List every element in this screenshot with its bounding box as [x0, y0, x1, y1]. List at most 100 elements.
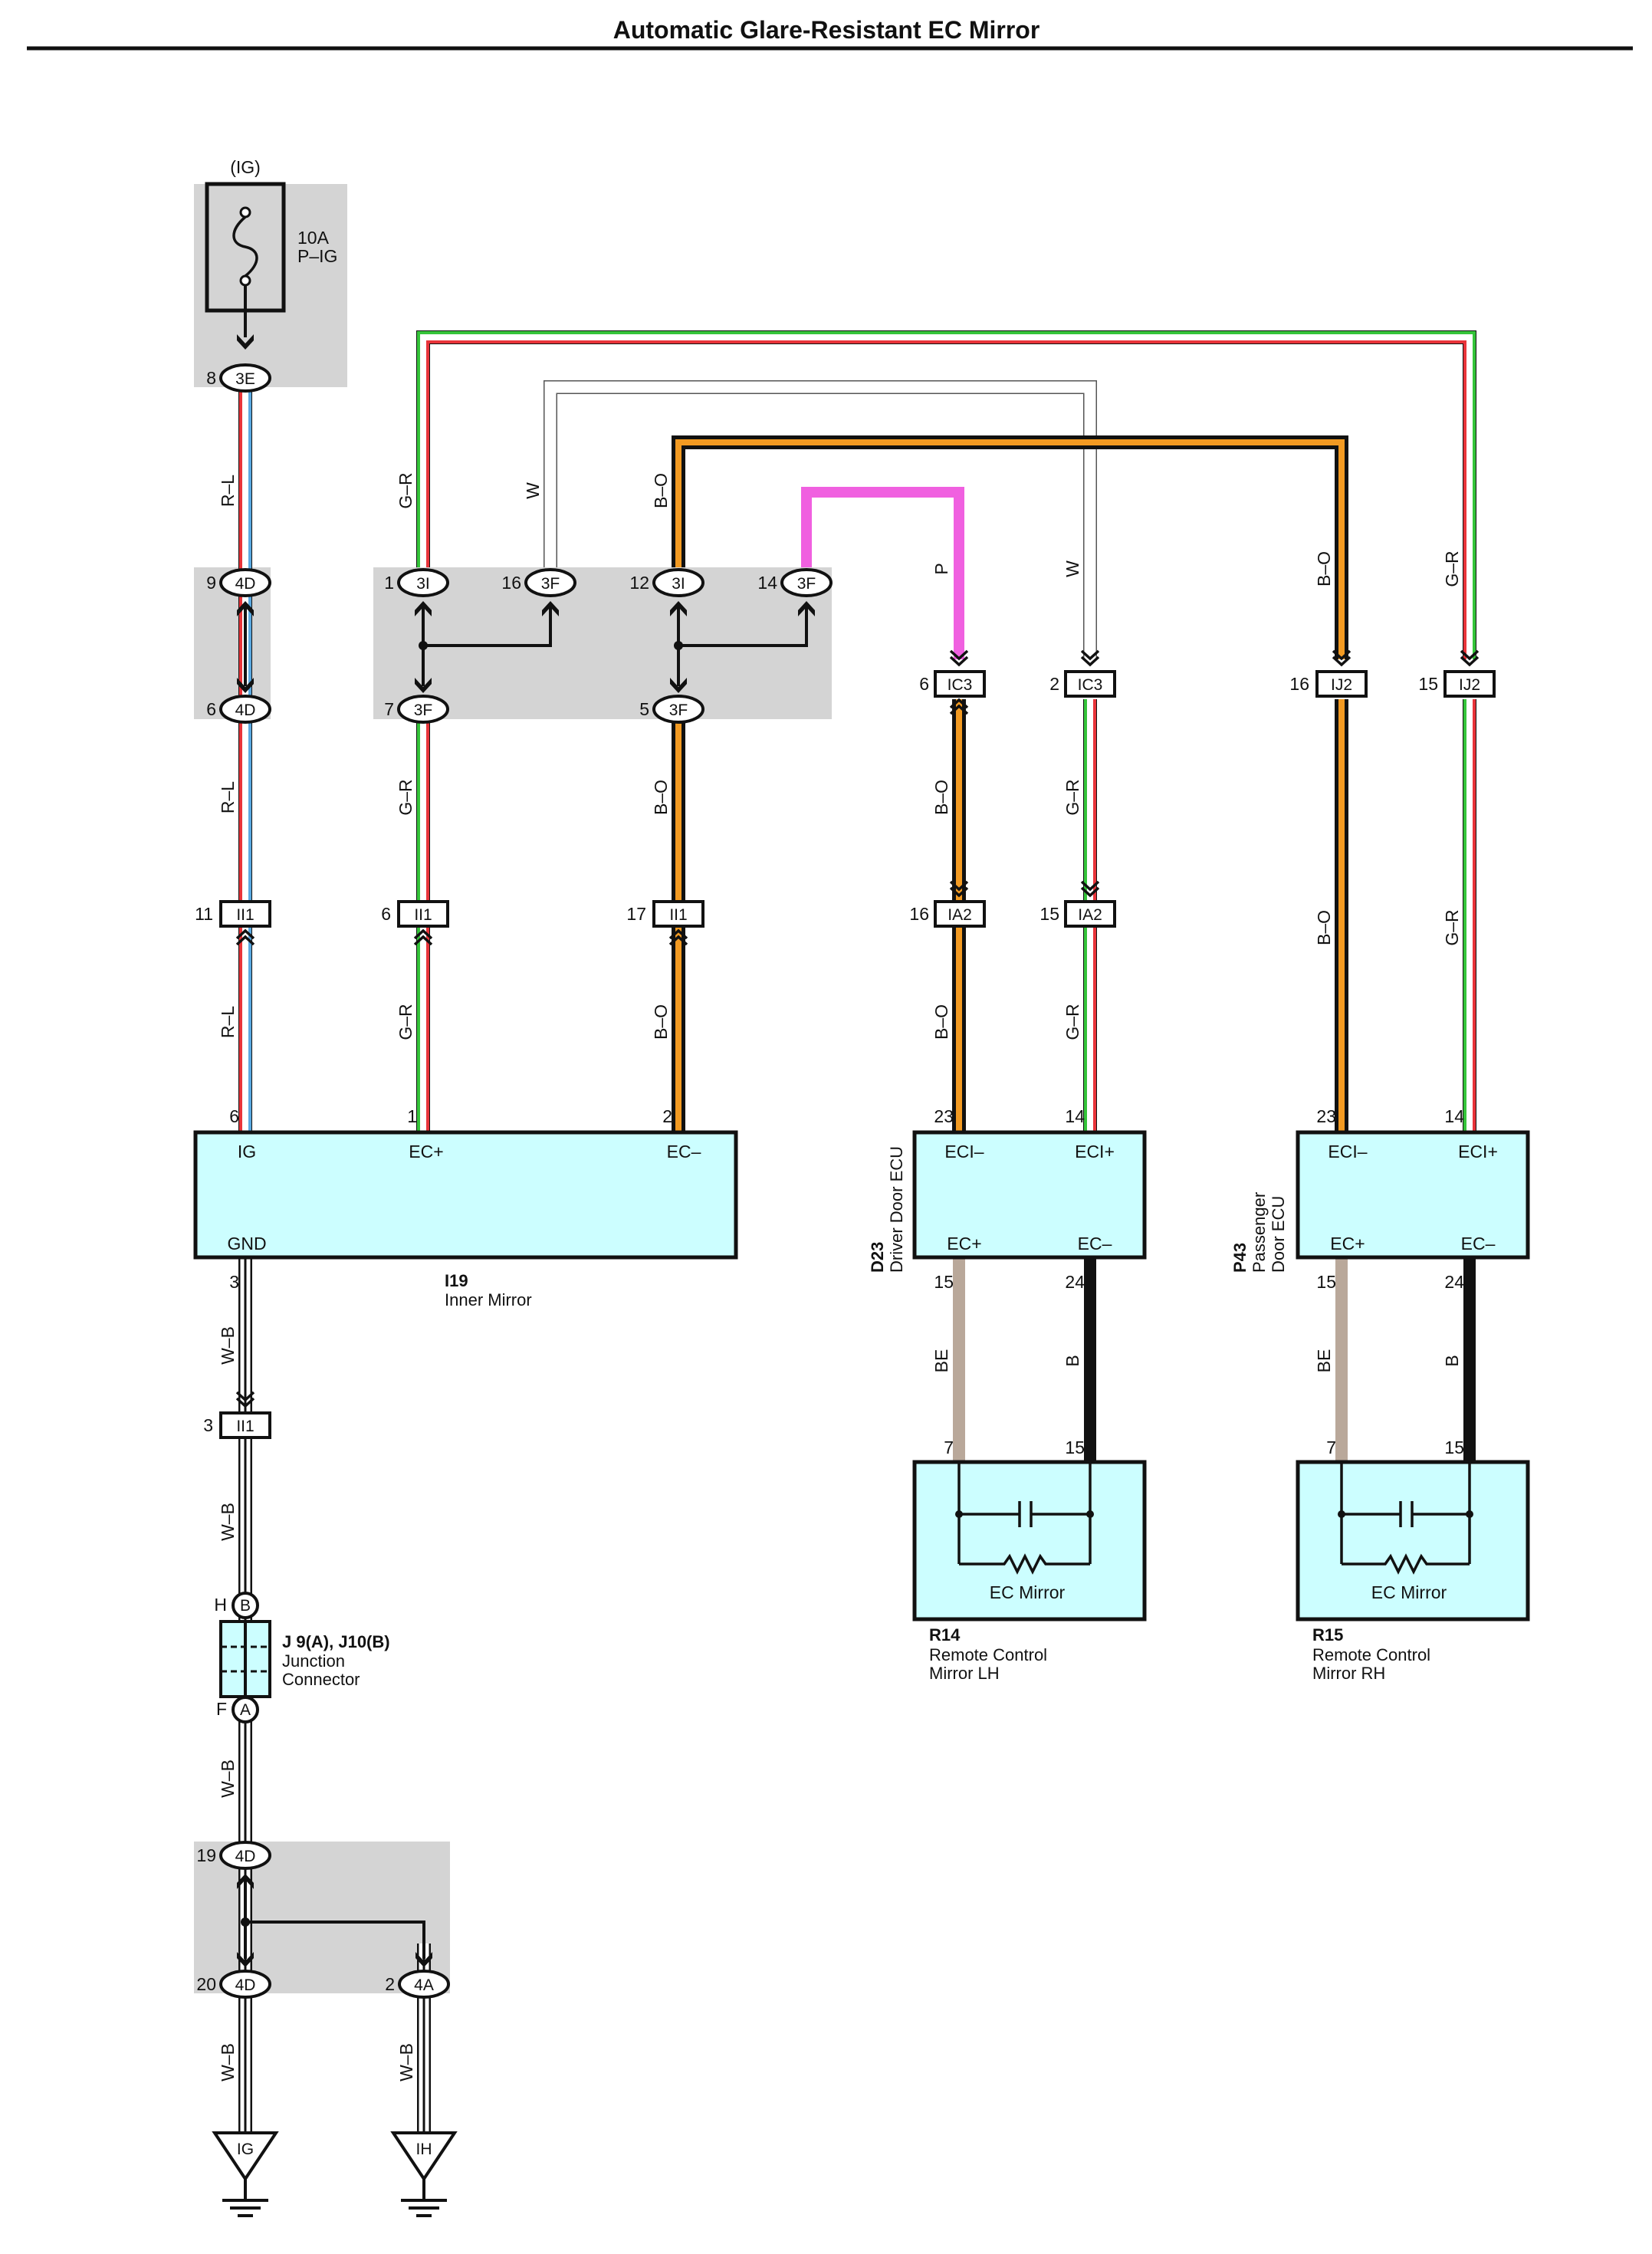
- mirror-rh-element: EC Mirror: [1371, 1582, 1447, 1602]
- svg-text:ECI+: ECI+: [1075, 1142, 1115, 1162]
- wire-g-r-top-loop: [416, 330, 1476, 659]
- wire-code-label: P: [931, 563, 951, 574]
- svg-text:4A: 4A: [414, 1976, 434, 1994]
- svg-text:2: 2: [385, 1974, 395, 1994]
- wire-code-label: W–B: [396, 2043, 416, 2082]
- passenger-ecu-name-line1: Passenger: [1250, 1192, 1269, 1273]
- connector-4d-20: 4D 20: [196, 1970, 271, 1999]
- connector-3e: 3E 8: [206, 363, 271, 393]
- svg-text:6: 6: [229, 1106, 239, 1126]
- wire-code-label: B–O: [931, 1004, 951, 1040]
- wire-p-pink: [801, 487, 964, 659]
- wire-code-label: G–R: [396, 1004, 415, 1040]
- svg-text:20: 20: [196, 1974, 216, 1994]
- svg-text:F: F: [216, 1699, 227, 1719]
- connector-ic3-6: IC3 6: [919, 670, 986, 698]
- fuse-block-area: [194, 184, 347, 387]
- wire-code-label: W: [523, 482, 543, 499]
- mirror-lh-element: EC Mirror: [990, 1582, 1066, 1602]
- wire-code-label: B–O: [1314, 551, 1334, 586]
- svg-text:11: 11: [195, 904, 213, 924]
- svg-text:EC–: EC–: [1461, 1234, 1496, 1254]
- driver-door-ecu-component: 23 14 ECI– ECI+ EC+ EC– 15 24 D23 Driver…: [868, 1106, 1147, 1292]
- junction-connector-component: B H A F J 9(A), J10(B) Junction Connecto…: [214, 1592, 390, 1723]
- pin-number: 8: [206, 368, 216, 388]
- svg-text:II1: II1: [669, 906, 687, 924]
- wire-code-label: W–B: [218, 1326, 238, 1365]
- svg-text:3F: 3F: [669, 702, 688, 719]
- wire-code-label: B–O: [651, 473, 671, 508]
- wire-code-label: BE: [1314, 1349, 1334, 1373]
- connector-ii1-6: II1 6: [381, 900, 449, 928]
- svg-text:2: 2: [662, 1106, 672, 1126]
- svg-text:IA2: IA2: [1078, 906, 1102, 924]
- wire-code-label: G–R: [1442, 550, 1462, 586]
- svg-text:2: 2: [1049, 674, 1059, 694]
- wire-code-label: B–O: [1314, 910, 1334, 945]
- svg-text:7: 7: [944, 1438, 954, 1457]
- svg-text:16: 16: [1289, 674, 1309, 694]
- connector-4d-9: 4D 9: [206, 568, 271, 597]
- connector-ij2-15: IJ2 15: [1418, 670, 1496, 698]
- wire-code-label: B–O: [931, 780, 951, 815]
- svg-text:ECI+: ECI+: [1458, 1142, 1498, 1162]
- mirror-rh-name-line1: Remote Control: [1312, 1645, 1430, 1664]
- svg-text:15: 15: [1065, 1438, 1085, 1457]
- svg-text:4D: 4D: [235, 1848, 256, 1865]
- svg-text:EC–: EC–: [1078, 1234, 1112, 1254]
- connector-ii1-17: II1 17: [626, 900, 704, 928]
- splice-dot: [674, 641, 683, 650]
- svg-text:9: 9: [206, 573, 216, 593]
- svg-text:3I: 3I: [416, 575, 430, 593]
- svg-text:3: 3: [203, 1415, 213, 1435]
- connector-ic3-2: IC3 2: [1049, 670, 1116, 698]
- svg-text:II1: II1: [414, 906, 432, 924]
- svg-text:5: 5: [639, 699, 649, 719]
- svg-text:4D: 4D: [235, 575, 256, 593]
- svg-text:14: 14: [757, 573, 777, 593]
- mirror-rh-code: R15: [1312, 1625, 1343, 1644]
- wire-w-b-ground: [238, 1257, 431, 2131]
- svg-text:6: 6: [381, 904, 391, 924]
- svg-text:4D: 4D: [235, 702, 256, 719]
- connector-ia2-16: IA2 16: [909, 900, 986, 928]
- connector-3f-7: 3F 7: [384, 695, 449, 724]
- svg-text:16: 16: [909, 904, 929, 924]
- driver-ecu-name: Driver Door ECU: [887, 1146, 906, 1273]
- connector-3f-16: 3F 16: [501, 568, 576, 597]
- svg-text:EC+: EC+: [1330, 1234, 1365, 1254]
- splice-lines: [244, 606, 808, 1959]
- svg-text:15: 15: [1039, 904, 1059, 924]
- svg-text:6: 6: [206, 699, 216, 719]
- mirror-lh-code: R14: [929, 1625, 961, 1644]
- svg-text:15: 15: [934, 1272, 954, 1292]
- connector-4a-2: 4A 2: [385, 1970, 450, 1999]
- svg-text:EC+: EC+: [947, 1234, 981, 1254]
- connector-4d-6: 4D 6: [206, 695, 271, 724]
- passenger-ecu-name-line2: Door ECU: [1269, 1196, 1288, 1273]
- junction-block-area-3i-3f: [373, 567, 832, 719]
- svg-text:14: 14: [1444, 1106, 1464, 1126]
- svg-text:16: 16: [501, 573, 521, 593]
- splice-dot: [241, 1917, 250, 1927]
- mirror-lh-name-line1: Remote Control: [929, 1645, 1047, 1664]
- connector-4d-19: 4D 19: [196, 1841, 271, 1870]
- svg-text:IJ2: IJ2: [1331, 676, 1352, 694]
- svg-text:3: 3: [229, 1272, 239, 1292]
- svg-text:3F: 3F: [541, 575, 560, 593]
- svg-text:19: 19: [196, 1845, 216, 1865]
- svg-text:15: 15: [1316, 1272, 1336, 1292]
- wire-code-label: G–R: [1062, 779, 1082, 815]
- wire-code-label: BE: [931, 1349, 951, 1373]
- wire-labels: R–L R–L R–L G–R G–R G–R W B–O B–O B–O P …: [218, 472, 1462, 2082]
- svg-text:3I: 3I: [672, 575, 685, 593]
- svg-text:3E: 3E: [235, 370, 255, 388]
- connector-ij2-16: IJ2 16: [1289, 670, 1368, 698]
- ground-ih: IH: [390, 2131, 458, 2217]
- svg-text:IJ2: IJ2: [1459, 676, 1480, 694]
- wire-g-r-passenger-ecip: [1463, 699, 1476, 1131]
- svg-text:1: 1: [407, 1106, 417, 1126]
- wire-r-l: [238, 383, 252, 1131]
- svg-text:IG: IG: [238, 1142, 256, 1162]
